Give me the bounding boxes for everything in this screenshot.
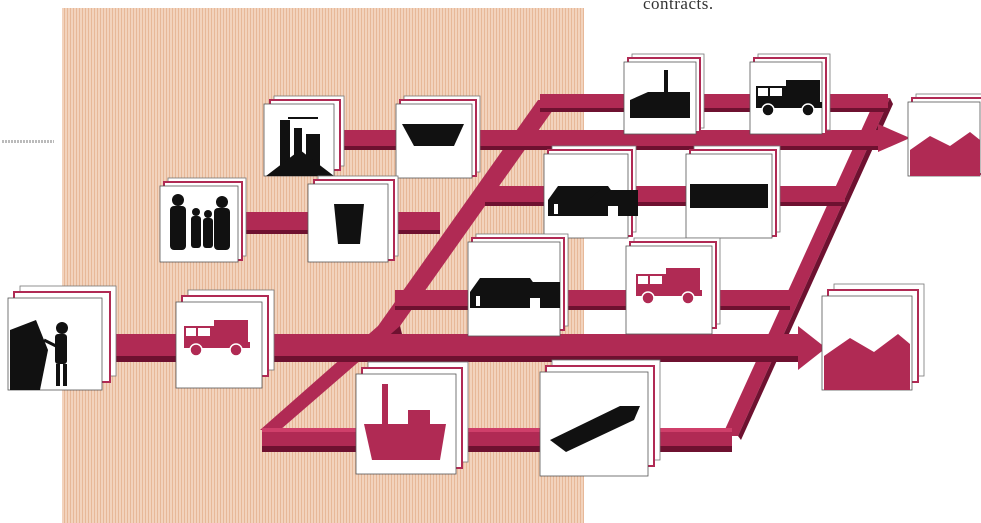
- haulage-truck-card: [750, 54, 830, 134]
- lane-3-shade: [485, 202, 845, 206]
- lane-1-arrowhead: [878, 124, 910, 152]
- long-shed-card: [686, 146, 780, 238]
- frame-bottom-rail-highlight: [262, 428, 732, 432]
- skip-card: [396, 96, 480, 178]
- lane-4-flow: [395, 290, 790, 306]
- waste-worker-icon: [10, 320, 68, 390]
- collection-truck-card: [176, 290, 274, 388]
- lane-4-shade: [395, 306, 790, 310]
- frame-bottom-rail-shade: [262, 446, 732, 452]
- barge-card: [540, 360, 660, 476]
- construction-site-card: [264, 96, 344, 176]
- family-card: [160, 178, 246, 262]
- barge-crane-card: [356, 362, 468, 474]
- transfer-station-icon: [548, 186, 638, 216]
- incinerator-card: [624, 54, 704, 134]
- lane-3-flow: [485, 186, 845, 202]
- depot-card: [468, 234, 568, 336]
- transfer-truck-card: [626, 238, 720, 334]
- waste-bin-icon: [334, 204, 364, 244]
- long-shed-icon: [690, 184, 768, 208]
- depot-icon: [470, 278, 560, 308]
- transfer-station-card: [544, 146, 638, 238]
- frame-top-rail-shade: [540, 108, 888, 112]
- landfill-top-card: [908, 94, 981, 176]
- waste-bin-card: [308, 176, 398, 262]
- landfill-bottom-card: [822, 284, 924, 390]
- waste-worker-card: [8, 286, 116, 390]
